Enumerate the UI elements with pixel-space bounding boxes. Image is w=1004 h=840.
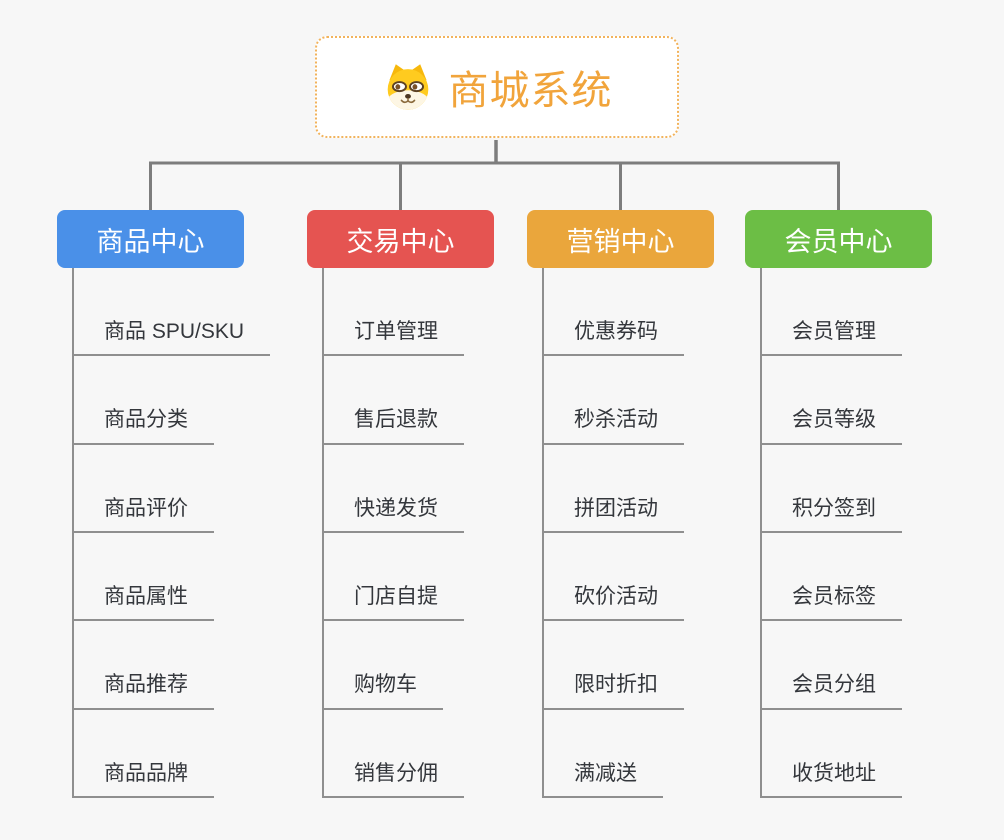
branch-label: 会员中心	[784, 226, 893, 257]
leaf-node[interactable]: 收货地址	[762, 761, 902, 798]
leaf-node[interactable]: 会员管理	[762, 319, 902, 357]
root-node[interactable]: 商城系统	[315, 36, 679, 138]
leaf-node[interactable]: 砍价活动	[544, 584, 684, 622]
leaf-node[interactable]: 会员分组	[762, 672, 902, 710]
branch-label: 商品中心	[96, 226, 205, 257]
branch-trunk-member: 会员管理 会员等级 积分签到 会员标签 会员分组 收货地址	[760, 268, 902, 798]
leaf-node[interactable]: 订单管理	[324, 319, 464, 357]
branch-node-member-center[interactable]: 会员中心	[745, 210, 932, 268]
leaf-node[interactable]: 商品推荐	[74, 672, 214, 710]
leaf-node[interactable]: 秒杀活动	[544, 407, 684, 445]
leaf-node[interactable]: 限时折扣	[544, 672, 684, 710]
leaf-node[interactable]: 拼团活动	[544, 496, 684, 533]
branch-label: 营销中心	[566, 226, 675, 257]
leaf-node[interactable]: 销售分佣	[324, 761, 464, 798]
branch-node-trade-center[interactable]: 交易中心	[307, 210, 494, 268]
leaf-node[interactable]: 会员等级	[762, 407, 902, 445]
branch-node-product-center[interactable]: 商品中心	[57, 210, 244, 268]
leaf-node[interactable]: 快递发货	[324, 496, 464, 533]
leaf-node[interactable]: 商品评价	[74, 496, 214, 533]
leaf-node[interactable]: 商品分类	[74, 407, 214, 445]
leaf-node[interactable]: 售后退款	[324, 407, 464, 445]
leaf-node[interactable]: 商品 SPU/SKU	[74, 319, 271, 357]
branch-node-marketing-center[interactable]: 营销中心	[527, 210, 714, 268]
branch-label: 交易中心	[346, 226, 455, 257]
leaf-node[interactable]: 积分签到	[762, 496, 902, 533]
leaf-node[interactable]: 满减送	[544, 761, 663, 798]
leaf-node[interactable]: 会员标签	[762, 584, 902, 622]
root-title: 商城系统	[448, 69, 613, 113]
leaf-node[interactable]: 商品品牌	[74, 761, 214, 798]
leaf-node[interactable]: 优惠券码	[544, 319, 684, 357]
branch-trunk-marketing: 优惠券码 秒杀活动 拼团活动 砍价活动 限时折扣 满减送	[542, 268, 684, 798]
leaf-node[interactable]: 购物车	[324, 672, 443, 710]
branch-trunk-product: 商品 SPU/SKU 商品分类 商品评价 商品属性 商品推荐 商品品牌	[72, 268, 271, 798]
dog-face-icon	[382, 61, 434, 113]
leaf-node[interactable]: 商品属性	[74, 584, 214, 622]
leaf-node[interactable]: 门店自提	[324, 584, 464, 622]
branch-trunk-trade: 订单管理 售后退款 快递发货 门店自提 购物车 销售分佣	[322, 268, 464, 798]
